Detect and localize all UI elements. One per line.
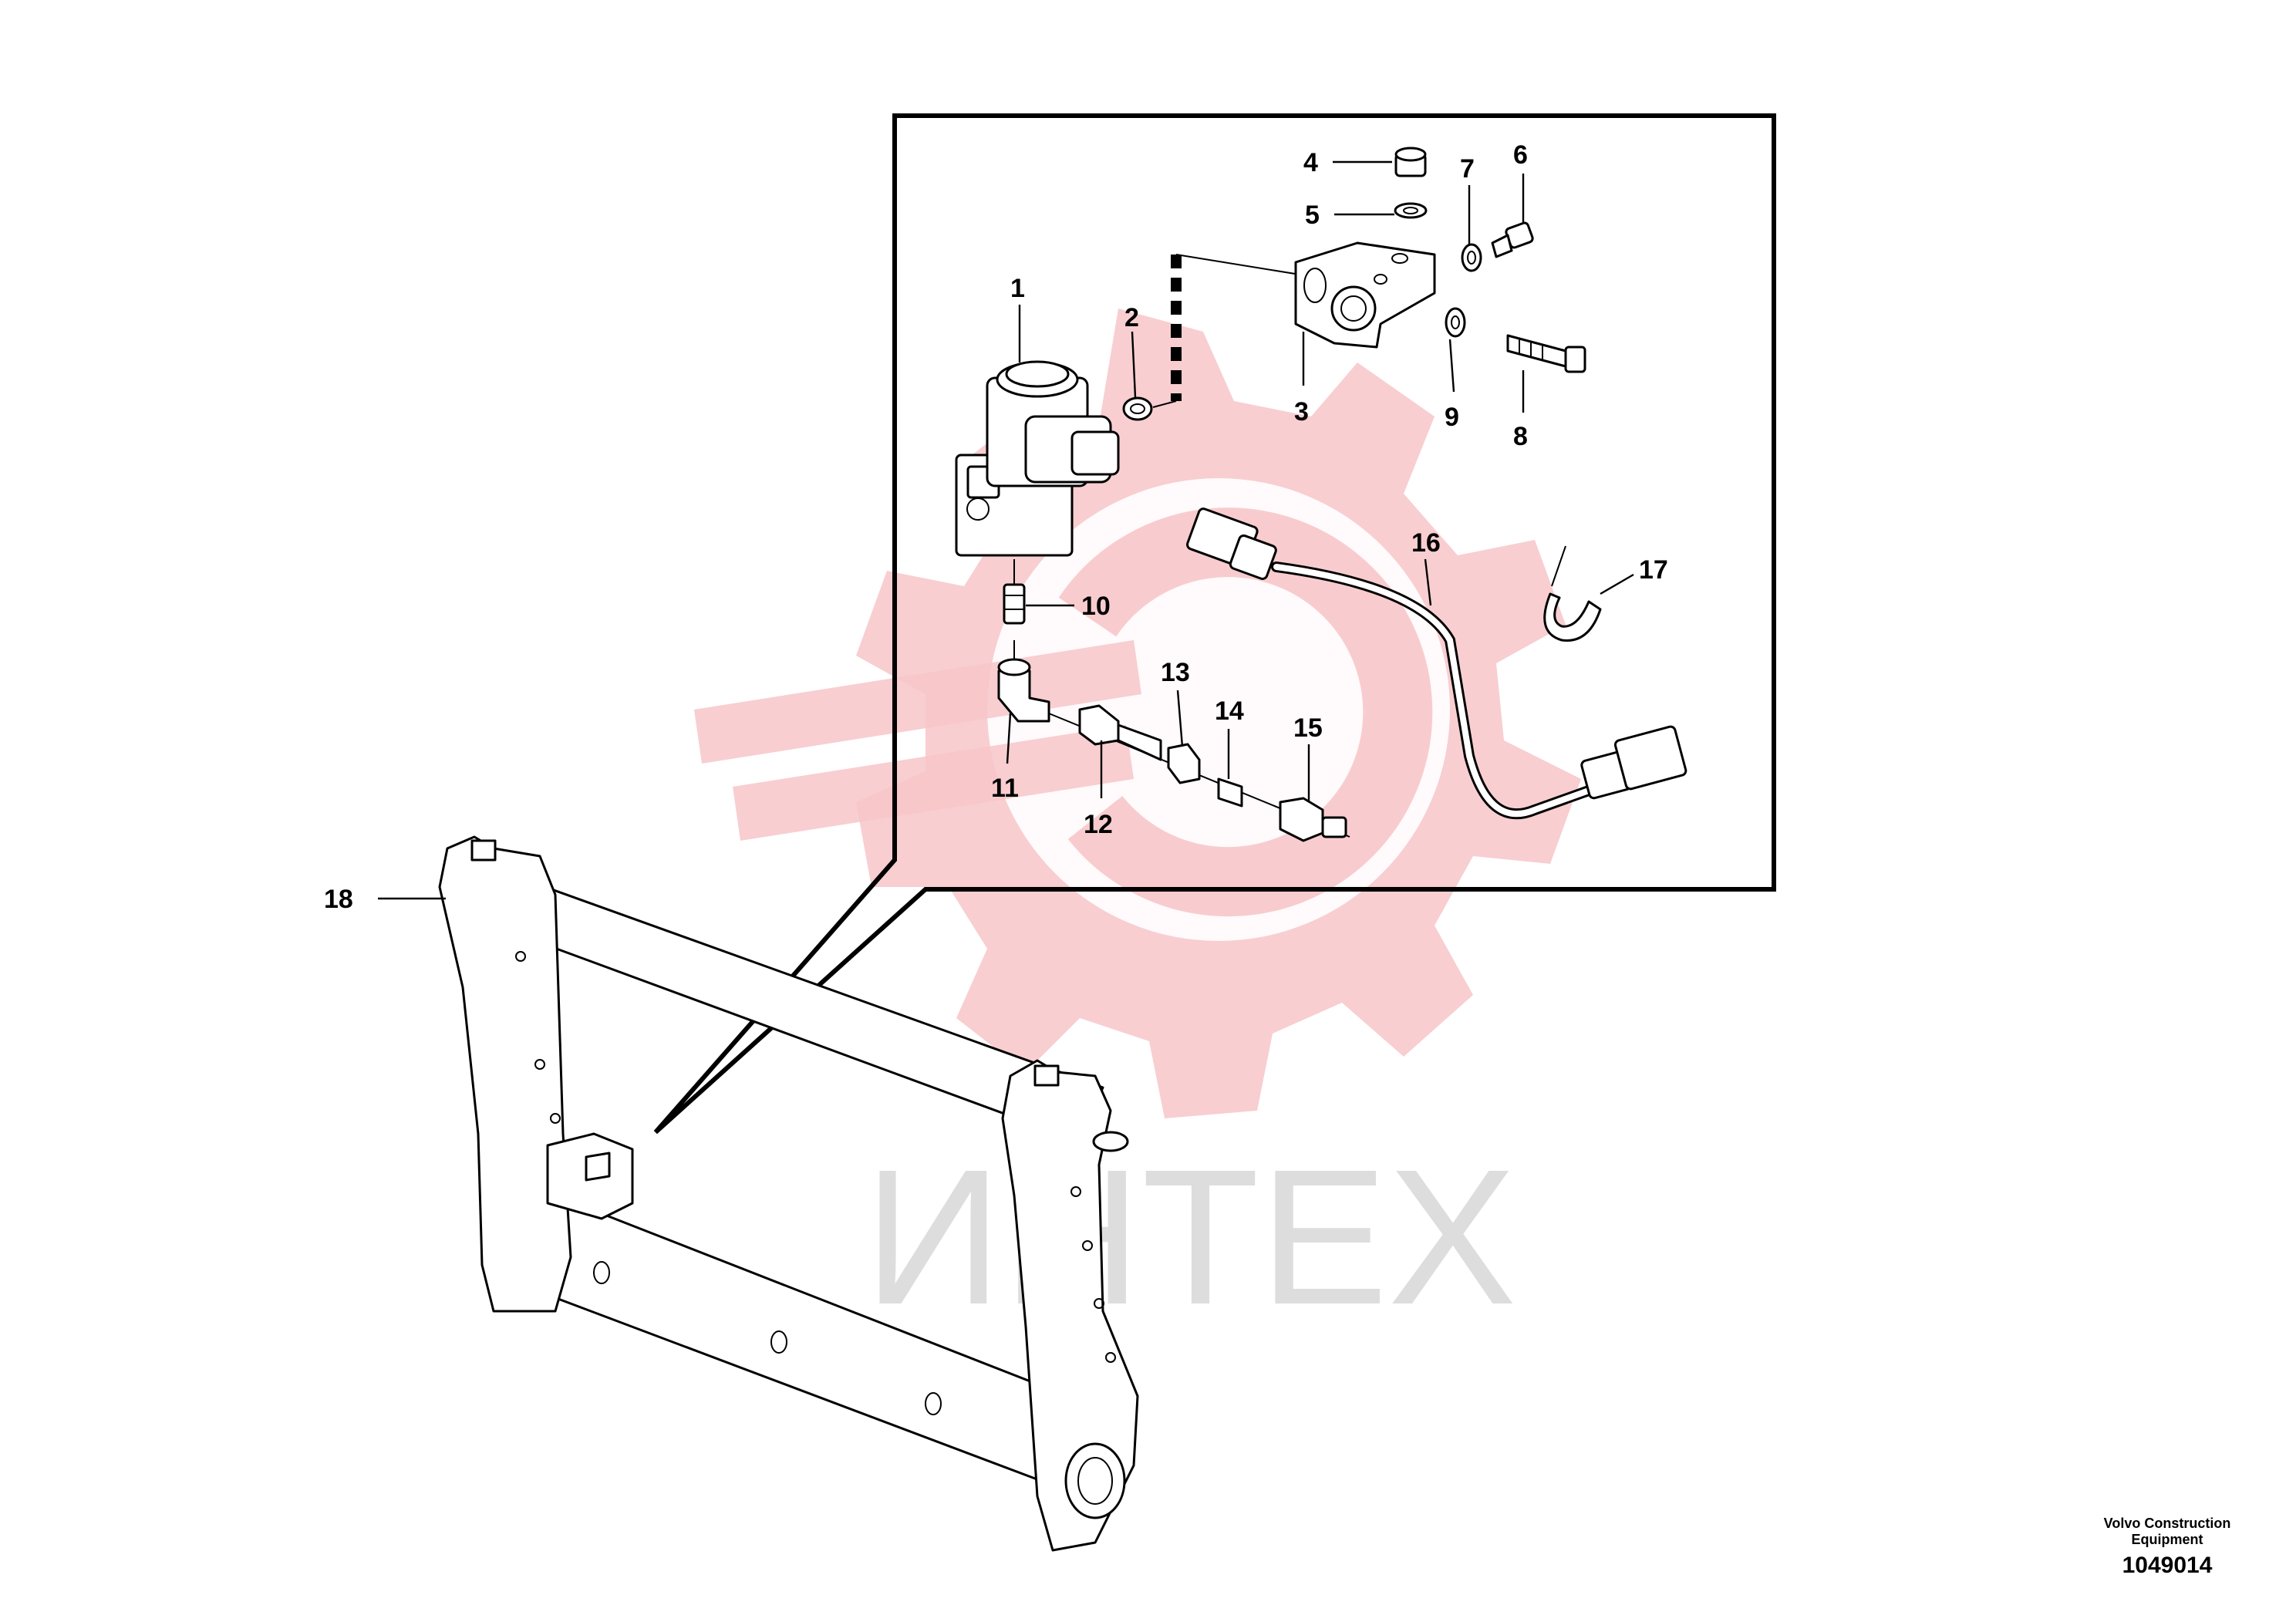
plug-6 (1491, 221, 1534, 258)
callout-2: 2 (1124, 303, 1139, 332)
callout-11: 11 (991, 774, 1019, 803)
publisher-credit: Volvo Construction Equipment (2052, 1516, 2283, 1548)
callout-18: 18 (324, 885, 353, 914)
callout-1: 1 (1010, 274, 1025, 303)
plug-4 (1394, 147, 1427, 177)
seal-ring-2 (1122, 396, 1153, 421)
drawing-number: 1049014 (2122, 1553, 2213, 1578)
callout-9: 9 (1445, 403, 1459, 432)
valve-block (1294, 241, 1436, 349)
callout-12: 12 (1084, 810, 1113, 839)
callout-16: 16 (1411, 528, 1441, 558)
detail-frame (653, 113, 1776, 1135)
union-12 (1078, 704, 1162, 761)
publisher-line-2: Equipment (2131, 1532, 2203, 1547)
nut-13 (1167, 743, 1201, 784)
callout-labels: 1 2 3 4 5 6 7 8 9 10 11 12 13 14 15 16 1… (324, 140, 1668, 914)
callout-13: 13 (1161, 658, 1190, 687)
washer-7 (1461, 243, 1482, 272)
callout-8: 8 (1513, 422, 1528, 451)
cable-harness-16 (1186, 508, 1687, 820)
watermark-text: ИНТЕХ (864, 1129, 1516, 1344)
bolt-8 (1506, 334, 1586, 373)
callout-3: 3 (1294, 397, 1309, 427)
callout-17: 17 (1639, 555, 1668, 585)
adapter-10 (1003, 559, 1026, 625)
solenoid-valve (955, 360, 1120, 557)
publisher-line-1: Volvo Construction (2103, 1516, 2231, 1531)
sleeve-14 (1217, 777, 1243, 808)
cable-tie-17 (1543, 545, 1602, 642)
callout-6: 6 (1513, 140, 1528, 170)
quick-coupler-frame (438, 835, 1139, 1552)
callout-4: 4 (1303, 148, 1318, 177)
callout-15: 15 (1293, 713, 1323, 743)
washer-5 (1394, 202, 1428, 219)
callout-10: 10 (1081, 592, 1111, 621)
callout-7: 7 (1460, 154, 1475, 184)
callout-5: 5 (1305, 201, 1320, 230)
elbow-11 (997, 640, 1050, 723)
callout-14: 14 (1215, 696, 1244, 726)
washer-9 (1445, 307, 1466, 338)
leader-lines (378, 160, 1634, 900)
pressure-switch-15 (1279, 797, 1347, 842)
